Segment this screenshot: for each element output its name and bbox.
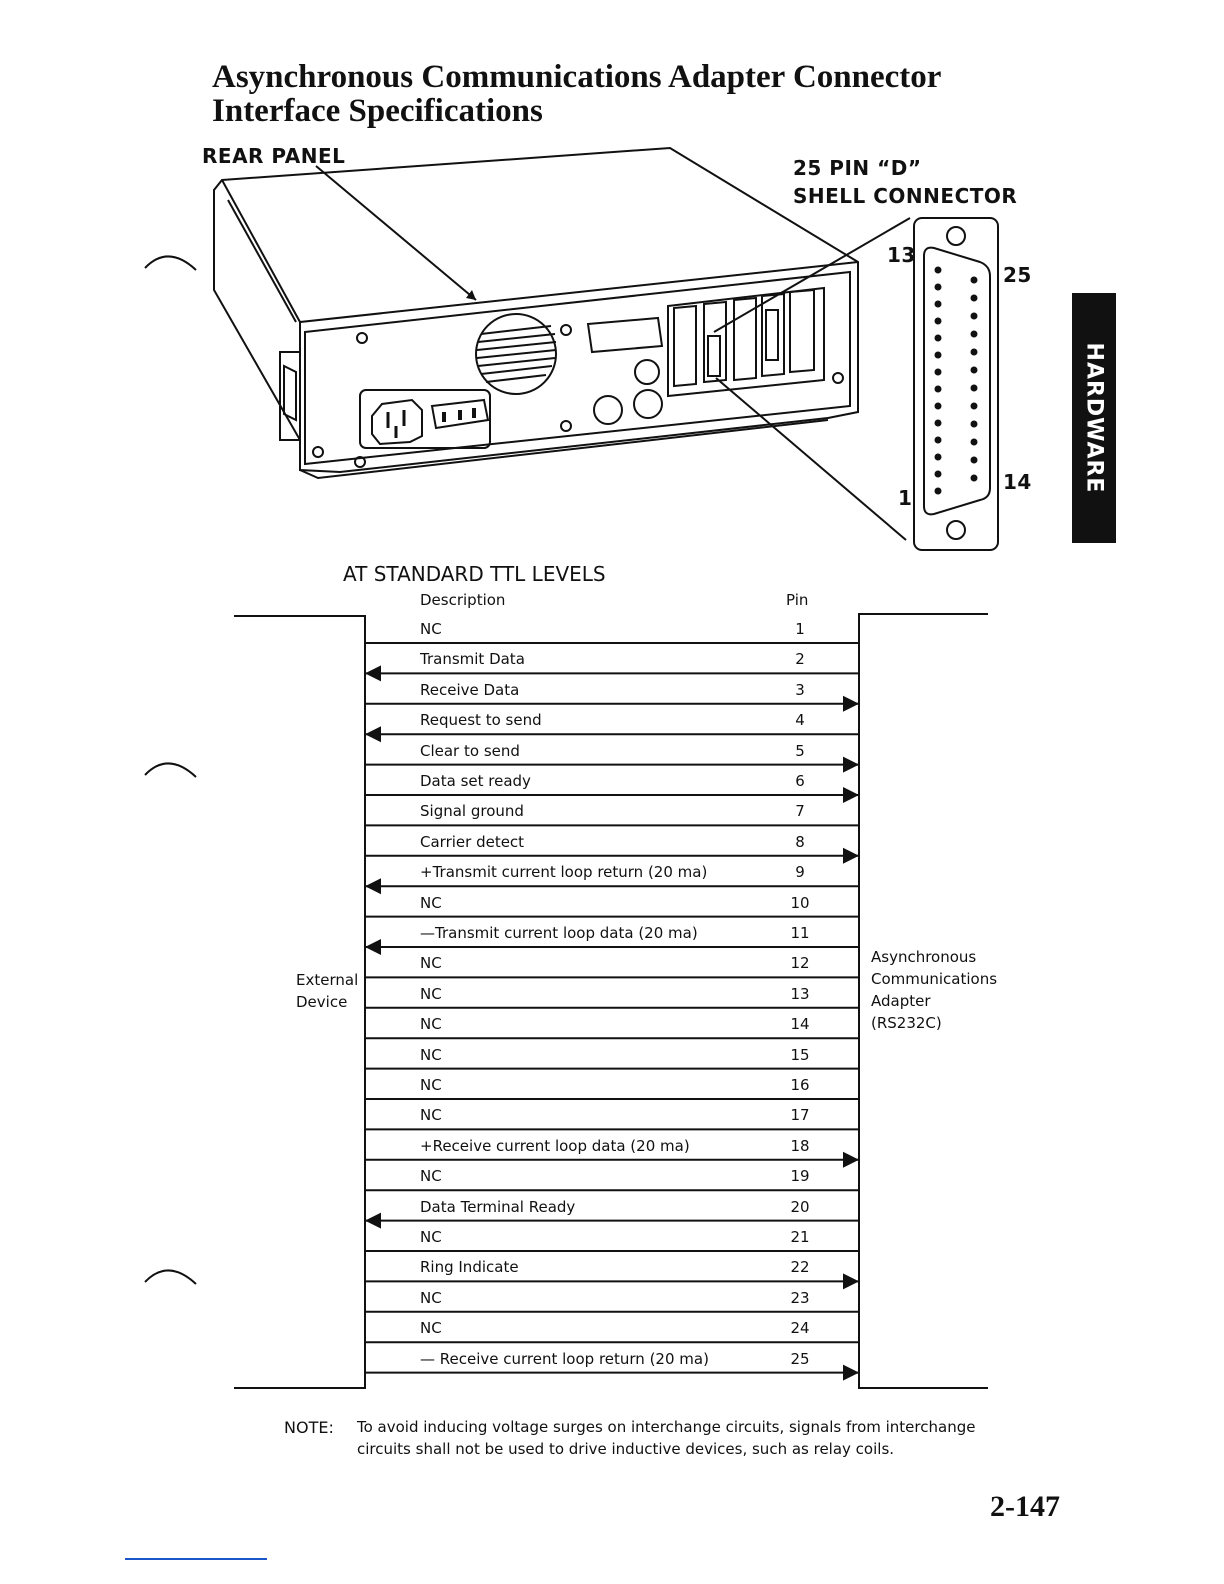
signal-pin: 18	[790, 1136, 810, 1155]
signal-pin: 25	[790, 1349, 810, 1368]
adapter-label-line-3: Adapter	[871, 992, 931, 1010]
signal-pin: 1	[795, 620, 805, 638]
connector-pin-13-label: 13	[887, 243, 916, 267]
callout-lines	[315, 165, 911, 541]
signal-arrow-to-device	[365, 665, 381, 682]
title-line-1: Asynchronous Communications Adapter Conn…	[212, 59, 942, 95]
signal-description: Clear to send	[420, 741, 520, 760]
hardware-side-tab: HARDWARE	[1072, 293, 1116, 543]
signal-description: NC	[420, 1045, 442, 1064]
signal-pin: 9	[795, 863, 805, 882]
signal-pin: 16	[790, 1076, 810, 1094]
adapter-label-line-1: Asynchronous	[871, 948, 977, 966]
system-unit-illustration	[213, 146, 859, 480]
signal-description: NC	[420, 1319, 442, 1338]
signal-description: NC	[420, 1106, 442, 1125]
signal-description: NC	[420, 1288, 442, 1307]
title-line-2: Interface Specifications	[212, 93, 543, 129]
connector-label-line-1: 25 PIN “D”	[793, 156, 922, 180]
signal-pin: 21	[790, 1228, 810, 1246]
signal-table-frame	[234, 613, 988, 1389]
signal-pin: 2	[795, 650, 805, 669]
signal-description: Data set ready	[420, 772, 531, 790]
signal-arrow-to-adapter	[843, 1151, 859, 1168]
signal-arrow-to-adapter	[843, 1273, 859, 1290]
connector-pin-1-label: 1	[898, 486, 913, 510]
signal-pin: 3	[795, 680, 805, 699]
signal-pin: 6	[795, 772, 805, 790]
signal-description: —Transmit current loop data (20 ma)	[420, 924, 698, 942]
signal-arrow-to-device	[365, 1212, 381, 1229]
signal-pin: 22	[790, 1258, 810, 1277]
db25-connector-illustration	[913, 217, 999, 551]
signal-arrow-to-adapter	[843, 787, 859, 803]
external-device-line-1: External	[296, 971, 359, 989]
signal-pin: 11	[790, 924, 810, 942]
levels-heading: AT STANDARD TTL LEVELS	[343, 562, 606, 586]
signal-pin: 7	[795, 802, 805, 821]
signal-arrow-to-device	[365, 878, 381, 895]
connector-pin-14-label: 14	[1003, 470, 1032, 494]
signal-pin: 8	[795, 832, 805, 851]
external-device-label: External Device	[296, 969, 358, 1013]
signal-arrow-to-device	[365, 726, 381, 743]
signal-description: Carrier detect	[420, 832, 525, 851]
connector-label-line-2: SHELL CONNECTOR	[793, 184, 1018, 208]
signal-pin: 17	[790, 1106, 810, 1125]
signal-pin: 19	[790, 1167, 810, 1186]
signal-pin: 12	[790, 954, 810, 973]
signal-description: +Transmit current loop return (20 ma)	[420, 863, 708, 882]
signal-arrow-to-adapter	[843, 756, 859, 773]
signal-arrow-to-adapter	[843, 847, 859, 864]
signal-description: NC	[420, 1228, 442, 1246]
signal-arrow-to-device	[365, 939, 381, 955]
adapter-label: Asynchronous Communications Adapter (RS2…	[871, 946, 997, 1034]
page-title: Asynchronous Communications Adapter Conn…	[212, 60, 941, 128]
adapter-label-line-4: (RS232C)	[871, 1014, 942, 1032]
note-line-1: To avoid inducing voltage surges on inte…	[357, 1418, 976, 1436]
signal-description: Transmit Data	[420, 650, 525, 669]
signal-description: Receive Data	[420, 680, 520, 699]
signal-arrow-to-adapter	[843, 695, 859, 712]
signal-description: NC	[420, 620, 442, 638]
adapter-label-line-2: Communications	[871, 970, 998, 988]
description-column-header: Description	[420, 591, 506, 609]
signal-arrow-to-adapter	[843, 1364, 859, 1381]
note-label: NOTE:	[284, 1418, 334, 1437]
signal-description: NC	[420, 954, 442, 973]
page-number: 2-147	[990, 1490, 1060, 1523]
signal-description: NC	[420, 1015, 442, 1034]
connector-pin-25-label: 25	[1003, 263, 1032, 287]
signal-description: NC	[420, 893, 442, 912]
rear-panel-arrowhead	[466, 290, 476, 300]
signal-description: Signal ground	[420, 802, 524, 821]
signal-pin: 20	[790, 1197, 810, 1216]
signal-description: NC	[420, 1167, 442, 1186]
signal-description: Ring Indicate	[420, 1258, 519, 1277]
signal-description: NC	[420, 1076, 442, 1094]
signal-description: — Receive current loop return (20 ma)	[420, 1349, 709, 1368]
signal-pin: 23	[790, 1288, 810, 1307]
signal-pin: 14	[790, 1015, 810, 1034]
bottom-rule	[125, 1558, 267, 1560]
signal-lines	[365, 642, 859, 1381]
signal-description: Request to send	[420, 711, 542, 730]
external-device-line-2: Device	[296, 993, 348, 1011]
rear-panel-label: REAR PANEL	[202, 144, 346, 168]
pin-column-header: Pin	[786, 591, 809, 609]
signal-description: +Receive current loop data (20 ma)	[420, 1136, 690, 1155]
signal-pin: 13	[790, 984, 810, 1003]
signal-pin: 10	[790, 893, 810, 912]
signal-pin: 15	[790, 1045, 810, 1064]
signal-pin: 24	[790, 1319, 810, 1338]
note-line-2: circuits shall not be used to drive indu…	[357, 1440, 895, 1458]
signal-description: NC	[420, 984, 442, 1003]
margin-hole-marks	[144, 255, 197, 1285]
signal-pin: 4	[795, 711, 805, 730]
signal-pin: 5	[795, 741, 805, 760]
signal-description: Data Terminal Ready	[420, 1197, 576, 1216]
